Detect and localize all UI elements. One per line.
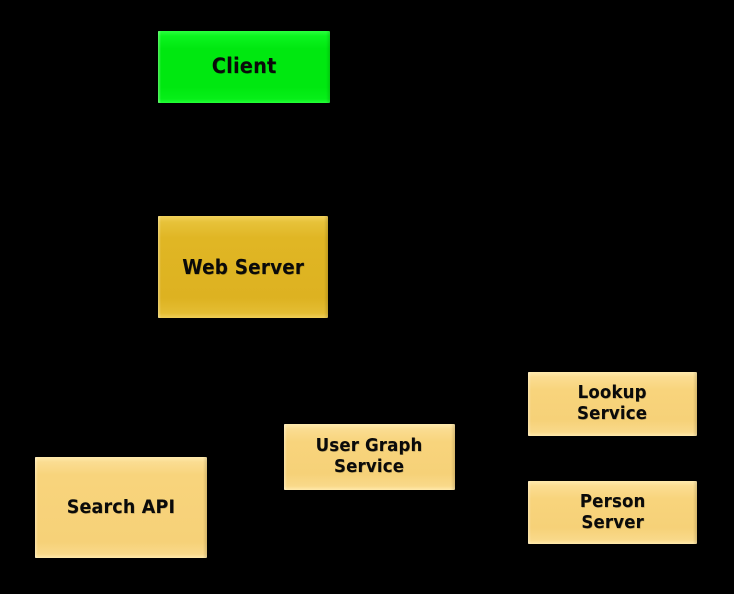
node-client[interactable]: Client bbox=[158, 31, 330, 103]
node-user-graph-service-label: User Graph Service bbox=[316, 435, 423, 477]
node-person-server-label: Person Server bbox=[579, 490, 646, 533]
node-web-server-label: Web Server bbox=[182, 254, 304, 279]
node-lookup-service-label: Lookup Service bbox=[577, 382, 648, 424]
node-client-label: Client bbox=[211, 54, 277, 79]
node-user-graph-service[interactable]: User Graph Service bbox=[284, 424, 455, 490]
node-person-server[interactable]: Person Server bbox=[528, 481, 697, 544]
node-search-api[interactable]: Search API bbox=[35, 457, 207, 558]
node-search-api-label: Search API bbox=[66, 495, 176, 518]
node-web-server[interactable]: Web Server bbox=[158, 216, 328, 318]
node-lookup-service[interactable]: Lookup Service bbox=[528, 372, 697, 436]
